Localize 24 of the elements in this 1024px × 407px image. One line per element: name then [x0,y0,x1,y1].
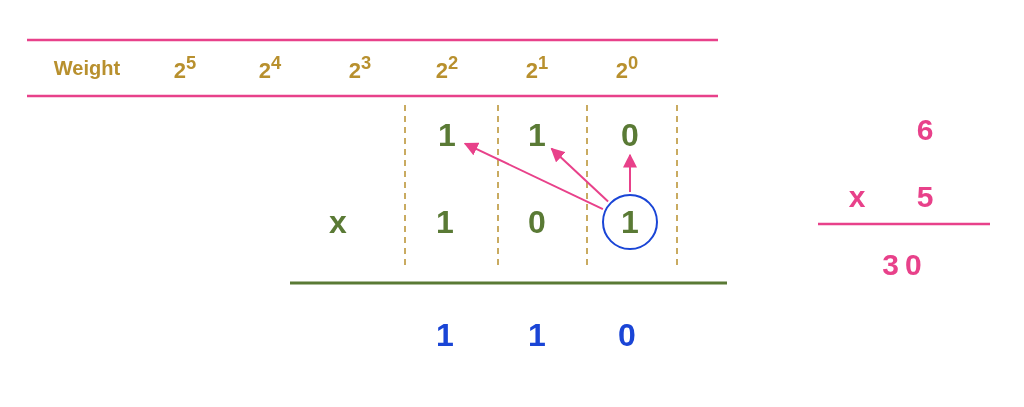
digit: 1 [528,119,546,151]
arrow [463,142,604,211]
arrow [550,147,610,203]
circled-digit: 1 [602,194,658,250]
digit: 0 [621,119,639,151]
weight-label: Weight [53,58,121,78]
multiplication-sign: x [848,182,866,212]
place-value: 2$^{0}$ [615,54,639,82]
multiplication-sign: x [329,206,347,238]
product-digit: 1 [528,319,546,351]
product-digit: 0 [618,319,636,351]
place-value: 2$^{4}$ [258,54,282,82]
place-value: 2$^{2}$ [435,54,459,82]
digit: 1 [438,119,456,151]
product-number: 30 [882,250,928,280]
arrow [623,153,637,193]
digit: 5 [916,182,934,212]
product-digit: 1 [436,319,454,351]
place-value: 2$^{5}$ [173,54,197,82]
place-value: 2$^{1}$ [525,54,549,82]
digit: 6 [916,115,934,145]
digit: 1 [436,206,454,238]
digit: 0 [528,206,546,238]
place-value: 2$^{3}$ [348,54,372,82]
